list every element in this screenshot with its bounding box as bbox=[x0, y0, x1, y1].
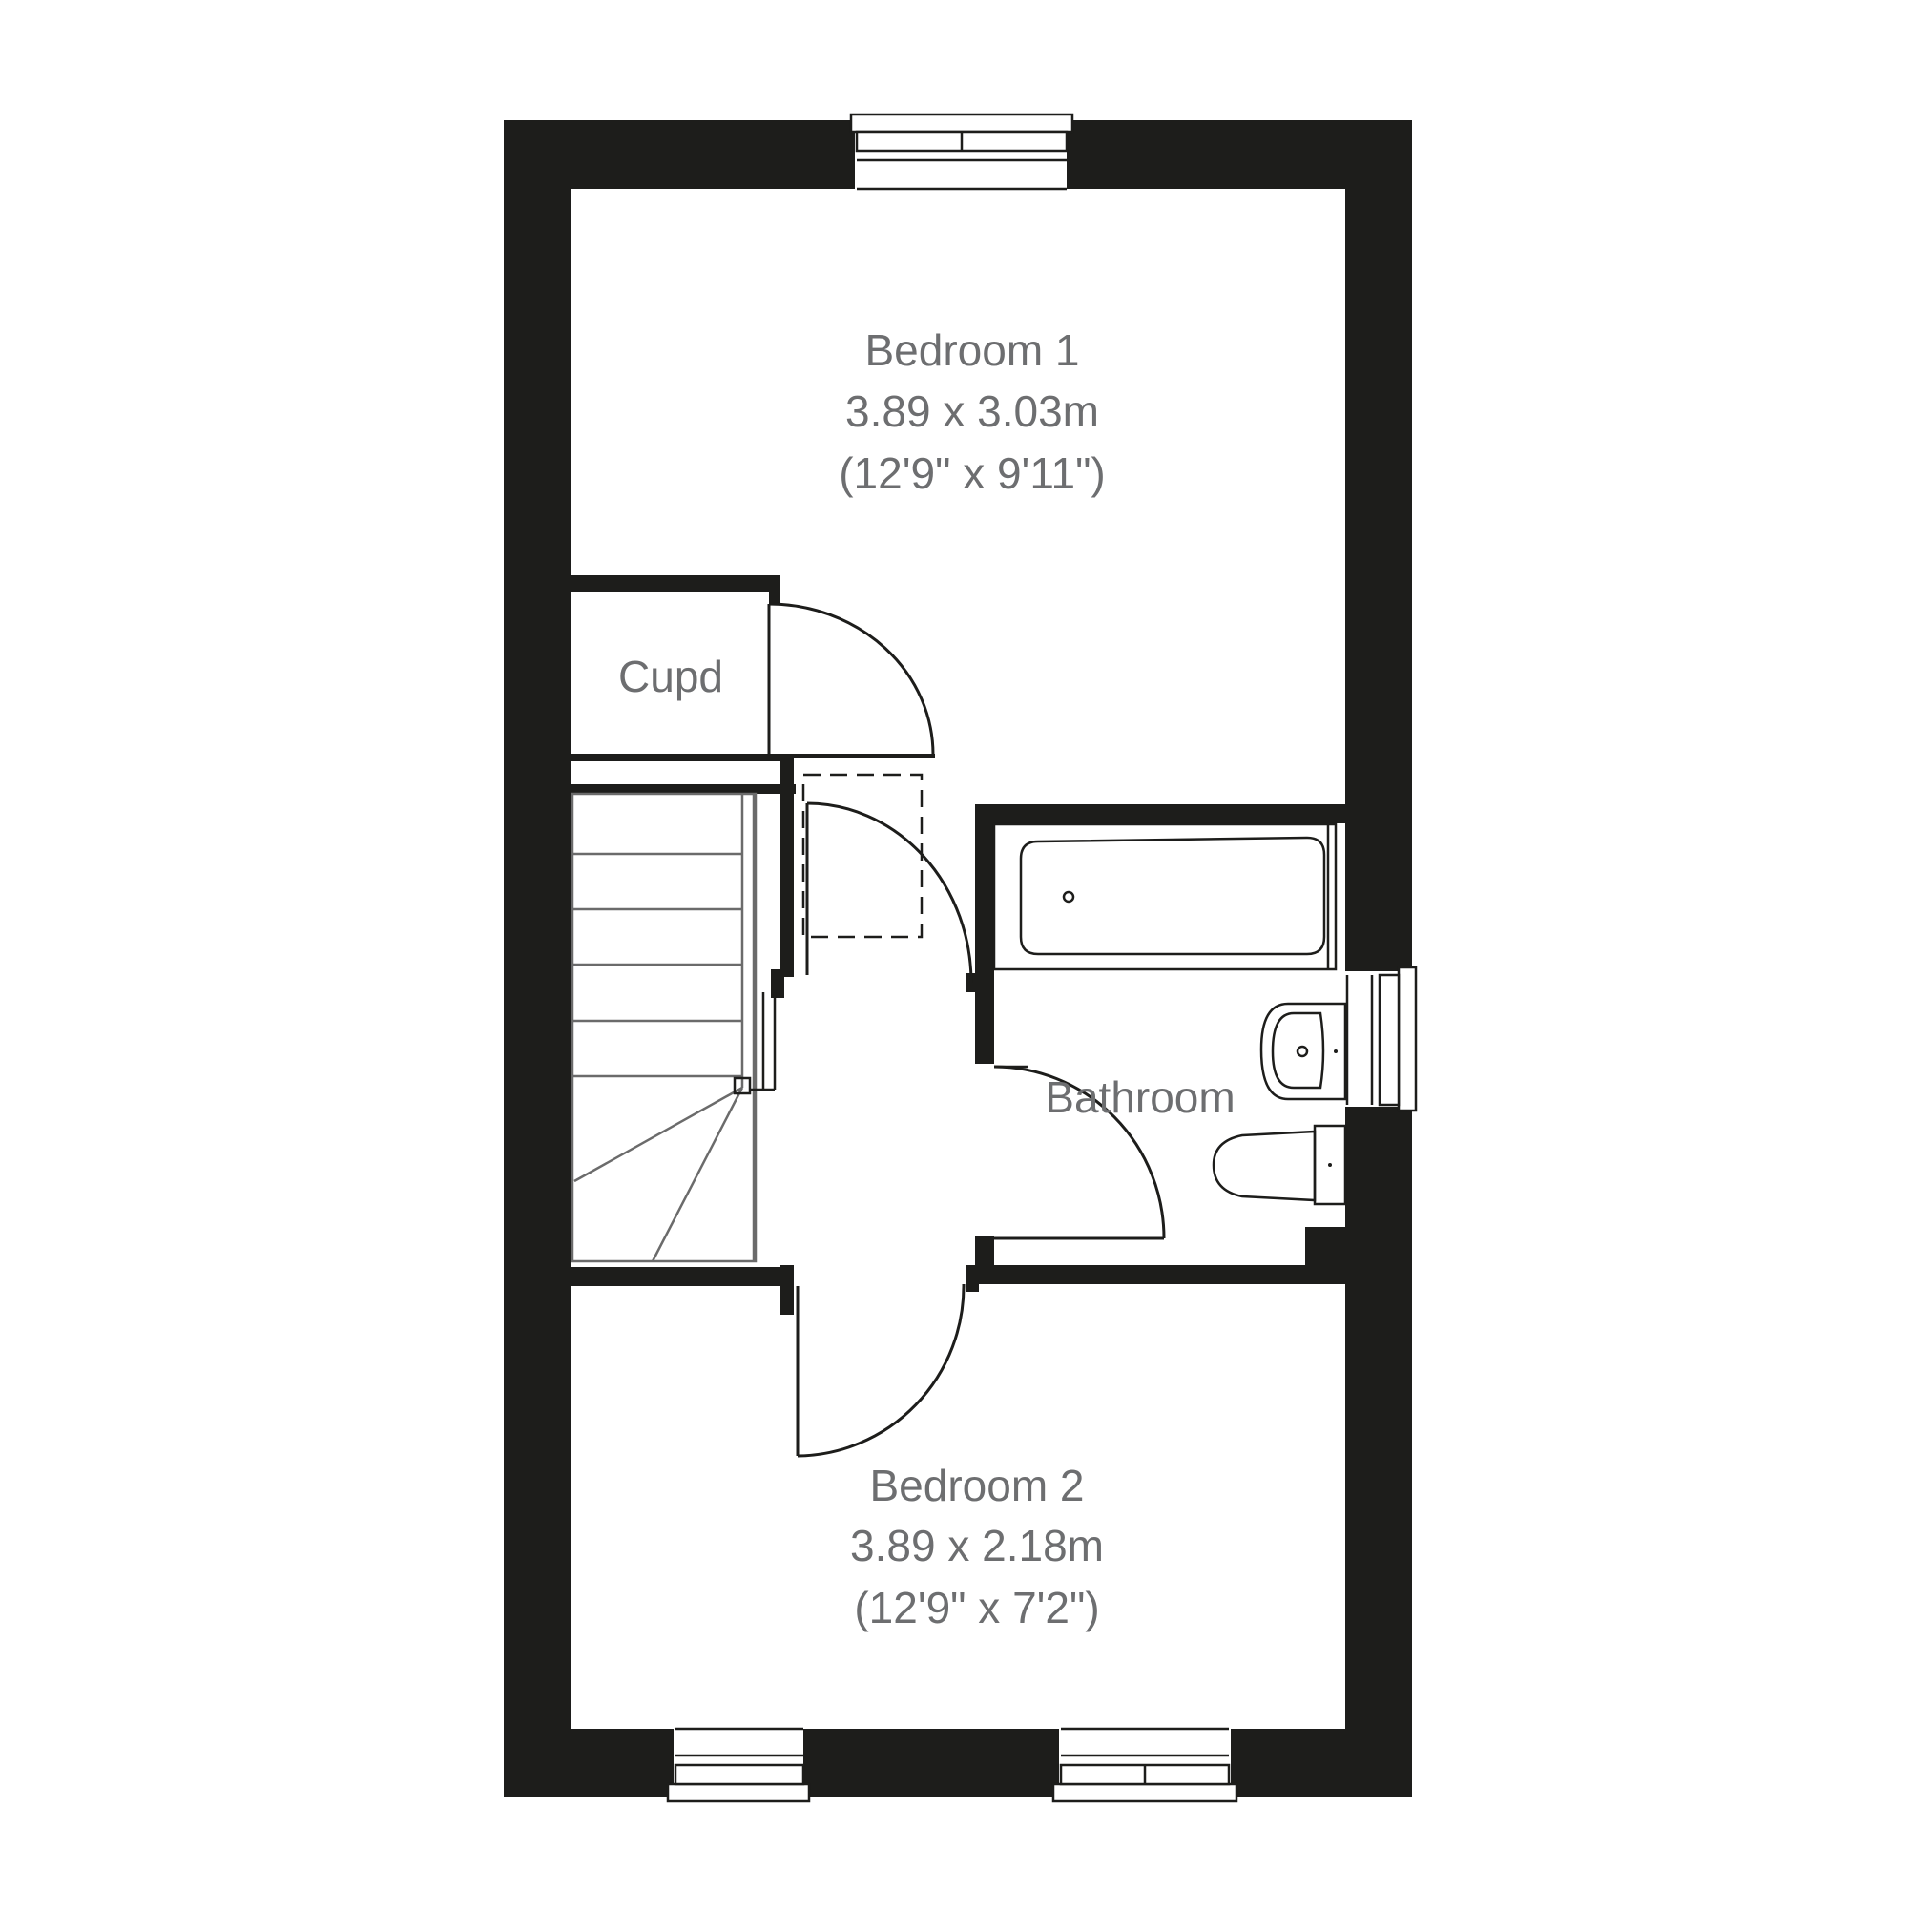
label-bedroom1: Bedroom 1 3.89 x 3.03m (12'9" x 9'11") bbox=[839, 325, 1106, 498]
loft-hatch bbox=[801, 773, 924, 939]
internal-walls bbox=[571, 575, 1347, 1315]
bedroom2-metric: 3.89 x 2.18m bbox=[850, 1521, 1104, 1570]
bedroom1-name: Bedroom 1 bbox=[864, 325, 1079, 375]
outer-walls bbox=[504, 120, 1412, 1797]
door-bathroom bbox=[993, 1065, 1166, 1240]
bedroom2-name: Bedroom 2 bbox=[869, 1461, 1084, 1510]
basin-icon bbox=[1259, 1002, 1347, 1101]
bathroom-name: Bathroom bbox=[1045, 1072, 1235, 1122]
door-bedroom1-landing bbox=[805, 801, 973, 984]
window-bottom-right bbox=[1051, 1727, 1238, 1803]
door-bedroom2 bbox=[796, 1283, 966, 1458]
bath-icon bbox=[992, 822, 1338, 971]
window-top bbox=[849, 113, 1074, 191]
staircase bbox=[571, 792, 777, 1263]
door-cupboard bbox=[767, 602, 935, 756]
window-right bbox=[1343, 966, 1418, 1112]
toilet-icon bbox=[1212, 1124, 1347, 1206]
bedroom1-metric: 3.89 x 3.03m bbox=[845, 386, 1099, 436]
window-bottom-left bbox=[666, 1727, 811, 1803]
bedroom2-imperial: (12'9" x 7'2") bbox=[854, 1583, 1099, 1632]
cupboard-name: Cupd bbox=[618, 652, 723, 701]
bedroom1-imperial: (12'9" x 9'11") bbox=[839, 448, 1106, 498]
label-bedroom2: Bedroom 2 3.89 x 2.18m (12'9" x 7'2") bbox=[850, 1461, 1104, 1632]
